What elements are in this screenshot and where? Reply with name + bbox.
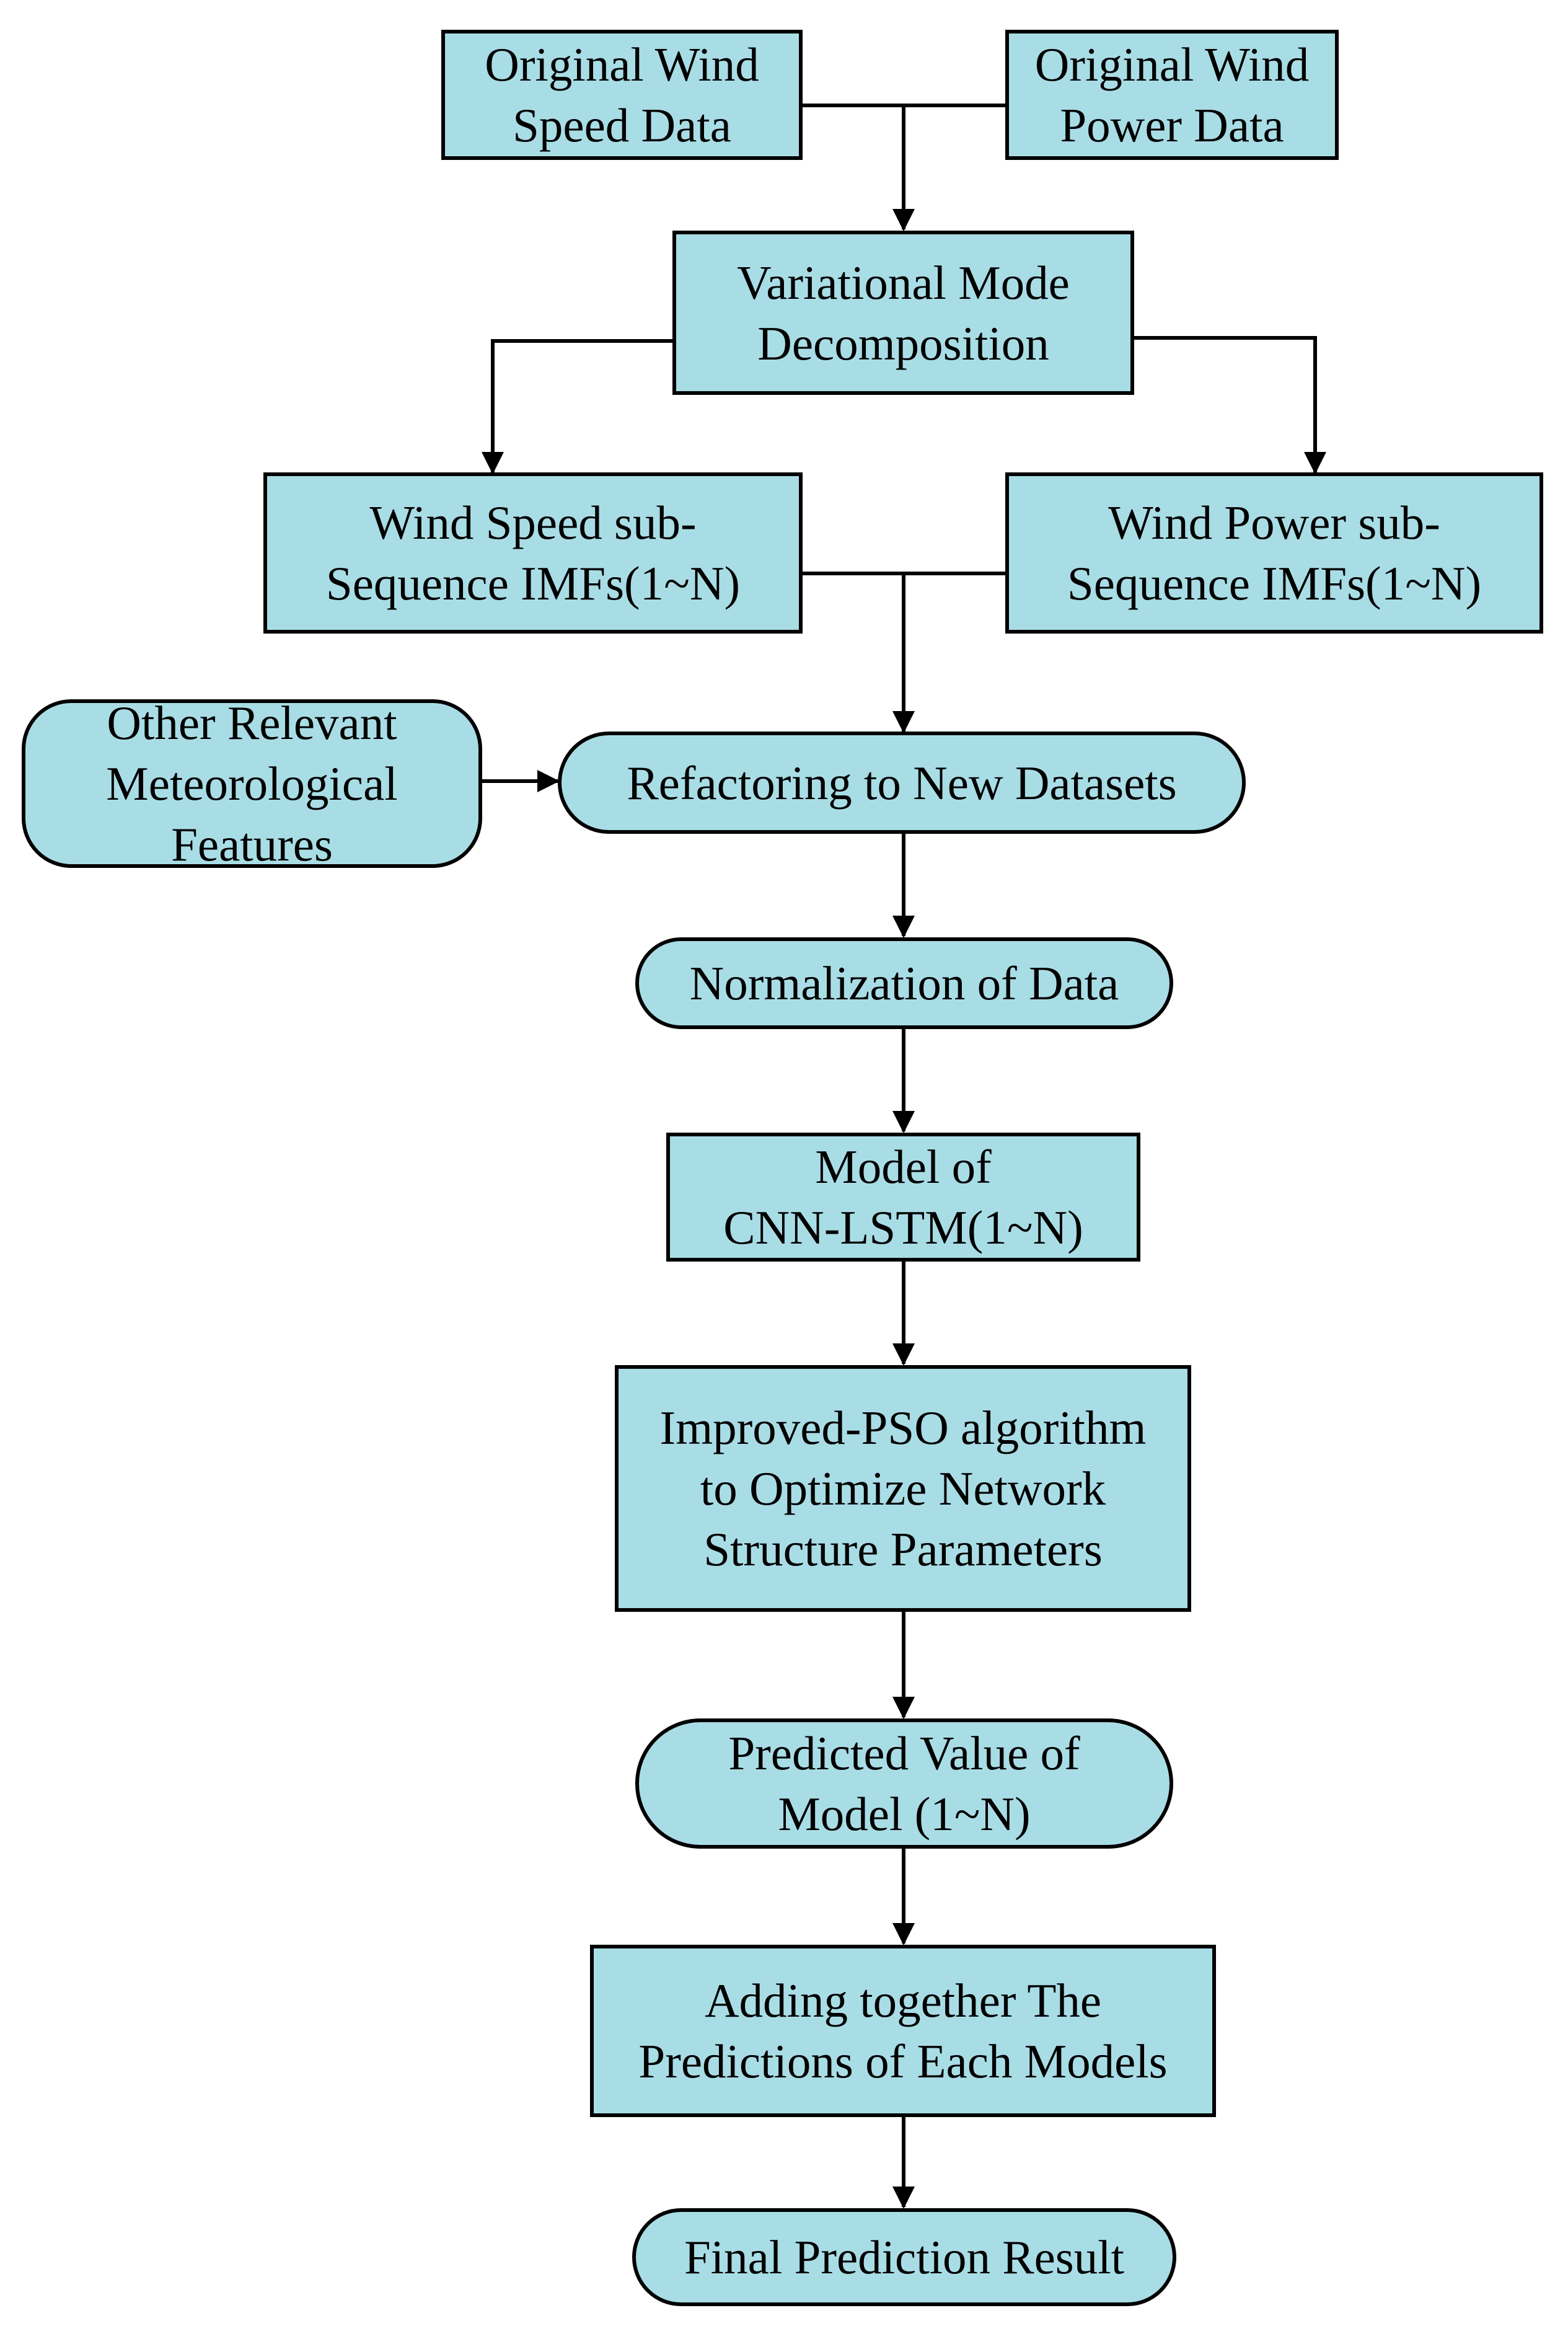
improved-pso-line-1: Improved-PSO algorithm — [659, 1401, 1147, 1454]
arrow-vmd-to-power-imfs — [1134, 336, 1326, 474]
wind-speed-imfs-line-2: Sequence IMFs(1~N) — [325, 557, 741, 610]
wind-power-imfs-line-2: Sequence IMFs(1~N) — [1067, 557, 1482, 610]
wind-power-imfs-line-1: Wind Power sub- — [1108, 496, 1440, 549]
predicted-value-line-1: Predicted Value of — [728, 1727, 1080, 1780]
cnn-lstm-line-1: Model of — [815, 1140, 992, 1193]
cnn-lstm-line-2: CNN-LSTM(1~N) — [723, 1201, 1083, 1254]
wind-power-imfs-box: Wind Power sub- Sequence IMFs(1~N) — [1005, 472, 1543, 634]
normalization-box: Normalization of Data — [635, 937, 1173, 1029]
refactoring-label: Refactoring to New Datasets — [627, 756, 1177, 810]
predicted-value-box: Predicted Value of Model (1~N) — [635, 1718, 1173, 1849]
arrow-vmd-to-speed-imfs — [482, 339, 672, 474]
other-features-line-2: Meteorological — [106, 757, 398, 810]
wind-speed-imfs-box: Wind Speed sub- Sequence IMFs(1~N) — [263, 472, 803, 634]
final-result-box: Final Prediction Result — [632, 2208, 1176, 2306]
vmd-line-1: Variational Mode — [737, 255, 1070, 309]
vmd-line-2: Decomposition — [757, 316, 1049, 370]
original-wind-power-box: Original Wind Power Data — [1005, 30, 1339, 160]
improved-pso-box: Improved-PSO algorithm to Optimize Netwo… — [615, 1365, 1191, 1612]
refactoring-box: Refactoring to New Datasets — [558, 732, 1246, 834]
original-wind-speed-line-2: Speed Data — [513, 99, 731, 152]
other-features-box: Other Relevant Meteorological Features — [22, 696, 482, 871]
adding-together-box: Adding together The Predictions of Each … — [590, 1945, 1216, 2117]
original-wind-power-line-1: Original Wind — [1034, 38, 1310, 91]
normalization-label: Normalization of Data — [689, 957, 1119, 1010]
final-result-label: Final Prediction Result — [684, 2231, 1125, 2284]
other-features-line-1: Other Relevant — [107, 696, 397, 750]
improved-pso-line-3: Structure Parameters — [703, 1523, 1103, 1576]
original-wind-speed-box: Original Wind Speed Data — [441, 30, 803, 160]
original-wind-power-line-2: Power Data — [1060, 99, 1284, 152]
adding-together-line-1: Adding together The — [704, 1974, 1102, 2027]
original-wind-speed-line-1: Original Wind — [485, 38, 759, 91]
predicted-value-line-2: Model (1~N) — [778, 1787, 1031, 1841]
improved-pso-line-2: to Optimize Network — [700, 1462, 1106, 1515]
vmd-box: Variational Mode Decomposition — [672, 231, 1134, 395]
adding-together-line-2: Predictions of Each Models — [638, 2035, 1168, 2088]
cnn-lstm-box: Model of CNN-LSTM(1~N) — [666, 1133, 1140, 1262]
other-features-line-3: Features — [171, 818, 333, 871]
wind-speed-imfs-line-1: Wind Speed sub- — [369, 496, 697, 549]
